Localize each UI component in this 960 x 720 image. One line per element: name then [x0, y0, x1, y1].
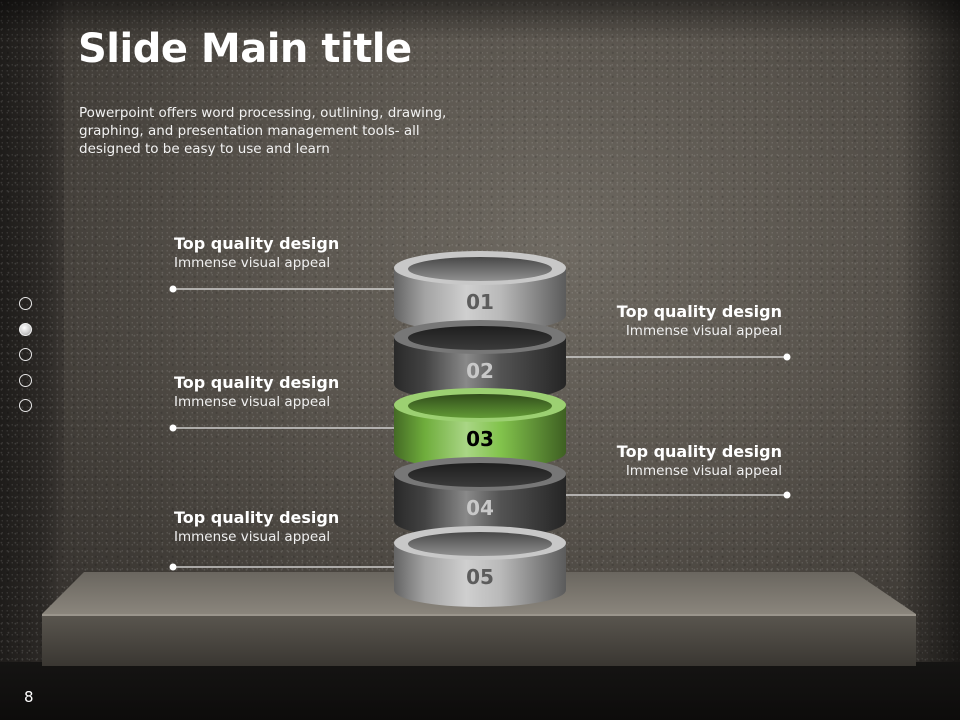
nav-dot-5[interactable] [19, 399, 32, 412]
connector-dot [169, 563, 177, 571]
item-heading: Top quality design [616, 442, 782, 461]
connector-04 [564, 491, 791, 499]
cylinder-01: 01 [394, 251, 566, 332]
item-text: Immense visual appeal [174, 394, 331, 410]
item-text: Immense visual appeal [625, 323, 782, 339]
cylinder-number: 01 [466, 290, 494, 314]
cylinder-body [394, 337, 566, 401]
right-shadow [900, 0, 960, 720]
connector-05 [169, 563, 396, 571]
item-label-05: Top quality design Immense visual appeal [174, 508, 339, 546]
connector-03 [169, 424, 396, 432]
page-number: 8 [24, 688, 34, 706]
slide-subtitle: Powerpoint offers word processing, outli… [79, 105, 447, 157]
connector-02 [564, 353, 791, 361]
connector-dot [169, 424, 177, 432]
cylinder-number: 05 [466, 565, 494, 589]
cylinder-body [394, 405, 566, 469]
cylinder-hole [408, 394, 552, 418]
cylinder-body [394, 268, 566, 332]
nav-dot-4[interactable] [19, 373, 32, 387]
item-heading: Top quality design [174, 373, 340, 392]
cylinder-hole [408, 532, 552, 556]
cylinder-body [394, 543, 566, 607]
connector-lines [169, 285, 791, 571]
connector-dot [783, 491, 791, 499]
cylinder-hole [408, 326, 552, 350]
nav-dot-2[interactable] [19, 322, 32, 336]
item-label-01: Top quality design Immense visual appeal [174, 234, 339, 272]
cylinder-03: 03 [394, 388, 566, 469]
cylinder-number: 04 [466, 496, 494, 520]
connector-01 [169, 285, 396, 293]
top-shadow [0, 0, 960, 40]
item-label-04: Top quality design Immense visual appeal [617, 442, 782, 480]
shelf-edge [42, 614, 916, 616]
item-heading: Top quality design [174, 234, 340, 253]
item-heading: Top quality design [616, 302, 782, 321]
cylinder-04: 04 [394, 457, 566, 538]
item-text: Immense visual appeal [625, 463, 782, 479]
item-text: Immense visual appeal [174, 255, 331, 271]
floor [0, 662, 960, 720]
item-label-03: Top quality design Immense visual appeal [174, 373, 339, 411]
left-sidebar-strip [0, 0, 64, 720]
slide-title: Slide Main title [78, 26, 412, 72]
cylinder-number: 03 [466, 427, 494, 451]
slide-nav-dots [19, 297, 32, 425]
nav-dot-1[interactable] [19, 297, 32, 310]
cylinder-body [394, 474, 566, 538]
cylinder-hole [408, 257, 552, 281]
nav-dot-3[interactable] [19, 348, 32, 361]
cylinder-number: 02 [466, 359, 494, 383]
cylinder-stack: 01 02 03 04 05 [394, 251, 566, 607]
cylinder-05: 05 [394, 526, 566, 607]
cylinder-hole [408, 463, 552, 487]
connector-dot [783, 353, 791, 361]
connector-dot [169, 285, 177, 293]
shelf-front [42, 614, 916, 666]
item-heading: Top quality design [174, 508, 340, 527]
item-text: Immense visual appeal [174, 529, 331, 545]
cylinder-02: 02 [394, 320, 566, 401]
item-label-02: Top quality design Immense visual appeal [617, 302, 782, 340]
